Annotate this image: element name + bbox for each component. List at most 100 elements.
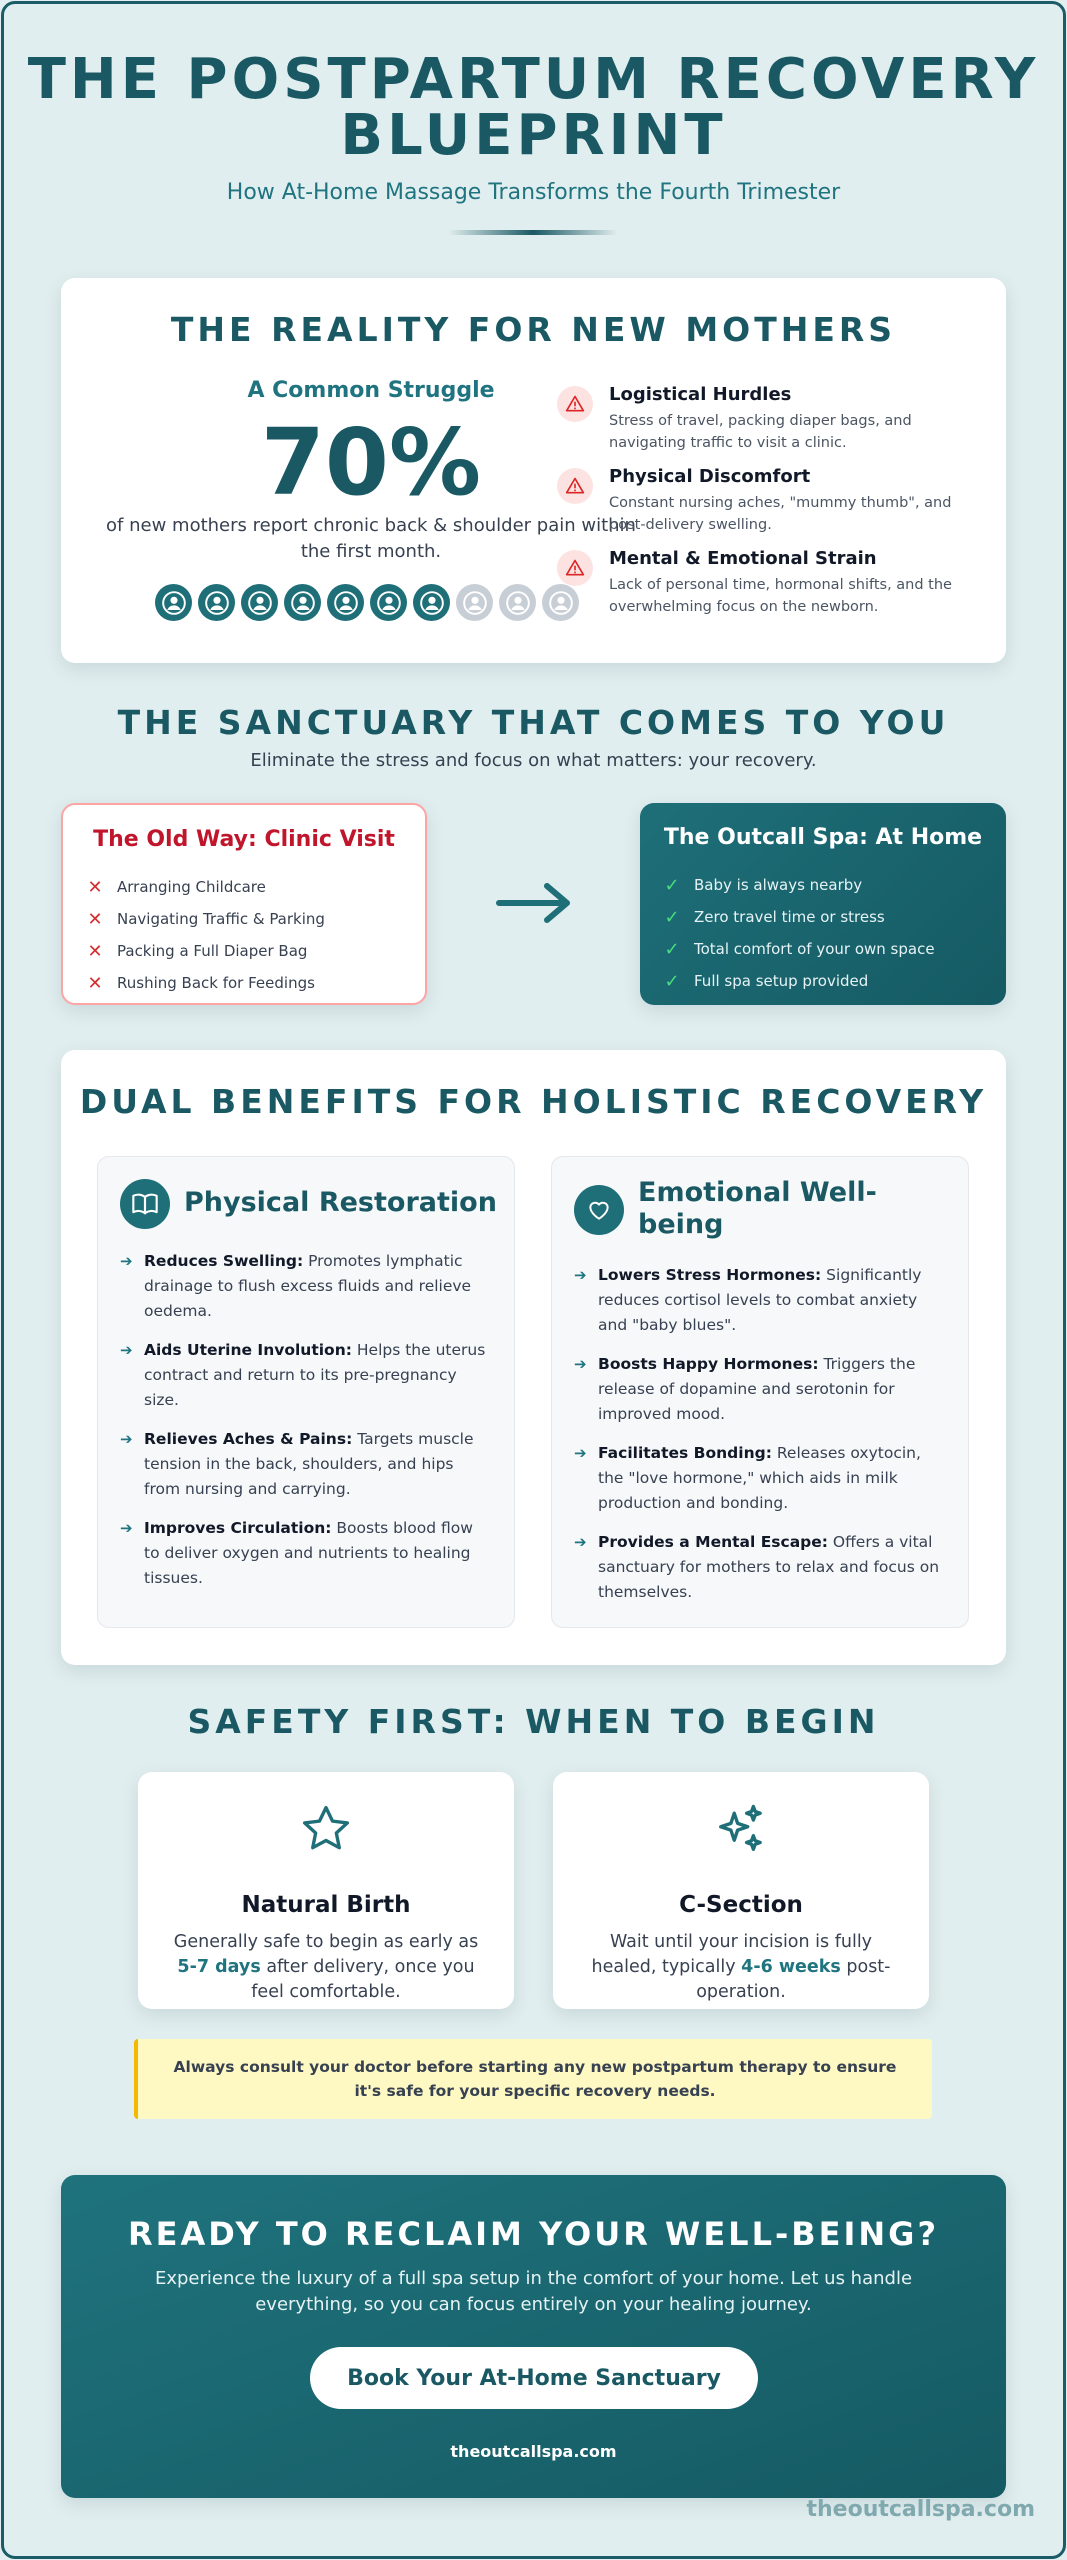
arrow-right-icon: ➔ — [574, 1355, 587, 1373]
new-way-item: ✓ Total comfort of your own space — [664, 933, 935, 965]
new-way-title: The Outcall Spa: At Home — [663, 825, 983, 850]
benefit-heading: Reduces Swelling: — [144, 1252, 304, 1270]
new-way-item-label: Full spa setup provided — [694, 972, 869, 990]
person-icon — [284, 584, 321, 621]
cta-site-link[interactable]: theoutcallspa.com — [450, 2442, 617, 2461]
doctor-warning: Always consult your doctor before starti… — [134, 2039, 932, 2119]
benefit-heading: Improves Circulation: — [144, 1519, 332, 1537]
benefit-text: Offers a vital sanctuary for mothers to … — [598, 1533, 940, 1601]
person-icon — [413, 584, 450, 621]
person-icon — [241, 584, 278, 621]
old-way-item-label: Packing a Full Diaper Bag — [117, 942, 308, 960]
warning-icon — [557, 468, 593, 504]
dual-title: DUAL BENEFITS FOR HOLISTIC RECOVERY — [79, 1082, 988, 1121]
natural-pre: Generally safe to begin as early as — [173, 1932, 479, 1952]
heart-icon — [574, 1185, 624, 1235]
natural-birth-title: Natural Birth — [241, 1892, 411, 1918]
header-divider — [448, 230, 618, 235]
new-way-item: ✓Zero travel time or stress — [664, 901, 935, 933]
old-way-title: The Old Way: Clinic Visit — [93, 827, 395, 852]
old-way-item: ✕Navigating Traffic & Parking — [87, 903, 325, 935]
natural-birth-text: Generally safe to begin as early as 5-7 … — [168, 1930, 484, 2005]
reality-card: THE REALITY FOR NEW MOTHERS A Common Str… — [61, 278, 1006, 663]
benefit-heading: Lowers Stress Hormones: — [598, 1266, 822, 1284]
old-way-item-label: Arranging Childcare — [117, 878, 266, 896]
hurdle-desc: Constant nursing aches, "mummy thumb", a… — [609, 495, 952, 533]
person-icon — [370, 584, 407, 621]
person-icon — [542, 584, 579, 621]
benefit-item: ➔ Lowers Stress Hormones: Significantly r… — [574, 1263, 944, 1338]
benefit-item: ➔Reduces Swelling: Promotes lymphatic dr… — [120, 1249, 490, 1324]
csection-post: post-operation. — [696, 1957, 891, 2002]
hurdle-desc: Stress of travel, packing diaper bags, a… — [609, 413, 912, 451]
physical-title: Physical Restoration — [184, 1187, 497, 1218]
benefit-text: Significantly reduces cortisol levels to… — [598, 1266, 922, 1334]
emotional-title: Emotional Well-being — [638, 1177, 877, 1240]
benefit-item: ➔ Boosts Happy Hormones: Triggers the rel… — [574, 1352, 944, 1427]
old-way-list: ✕Arranging Childcare✕Navigating Traffic … — [87, 871, 325, 999]
book-icon — [120, 1179, 170, 1229]
reality-title: THE REALITY FOR NEW MOTHERS — [170, 310, 897, 349]
c-section-title: C-Section — [679, 1892, 803, 1918]
emotional-list: ➔ Lowers Stress Hormones: Significantly r… — [574, 1263, 944, 1619]
star-icon — [138, 1802, 514, 1856]
stat-description: of new mothers report chronic back & sho… — [106, 515, 636, 562]
x-icon: ✕ — [87, 876, 103, 898]
arrow-right-icon: ➔ — [120, 1430, 133, 1448]
person-icon — [456, 584, 493, 621]
book-button[interactable]: Book Your At-Home Sanctuary — [310, 2347, 758, 2409]
title-line-2: BLUEPRINT — [340, 103, 727, 168]
benefit-item: ➔Improves Circulation: Boosts blood flow… — [120, 1516, 490, 1591]
warning-icon — [557, 550, 593, 586]
check-icon: ✓ — [664, 970, 680, 992]
dual-benefits-card: DUAL BENEFITS FOR HOLISTIC RECOVERY Phys… — [61, 1050, 1006, 1665]
footer-watermark: theoutcallspa.com — [806, 2497, 1036, 2522]
check-icon: ✓ — [664, 874, 680, 896]
benefit-text: Boosts blood flow to deliver oxygen and … — [144, 1519, 473, 1587]
physical-column: Physical Restoration ➔Reduces Swelling: … — [97, 1156, 515, 1628]
arrow-right-icon: ➔ — [120, 1252, 133, 1270]
c-section-text: Wait until your incision is fully healed… — [583, 1930, 899, 2005]
benefit-heading: Facilitates Bonding: — [598, 1444, 772, 1462]
hurdle-desc: Lack of personal time, hormonal shifts, … — [609, 577, 952, 615]
x-icon: ✕ — [87, 972, 103, 994]
cta-card: READY TO RECLAIM YOUR WELL-BEING? Experi… — [61, 2175, 1006, 2498]
arrow-right-icon: ➔ — [574, 1266, 587, 1284]
new-way-item: ✓Baby is always nearby — [664, 869, 935, 901]
check-icon: ✓ — [664, 938, 680, 960]
stat-value: 70% — [260, 409, 482, 516]
benefit-heading: Aids Uterine Involution: — [144, 1341, 352, 1359]
sanctuary-title: THE SANCTUARY THAT COMES TO YOU — [117, 703, 950, 742]
benefit-text: Helps the uterus contract and return to … — [144, 1341, 486, 1409]
page-subtitle: How At-Home Massage Transforms the Fourt… — [226, 180, 841, 205]
benefit-heading: Relieves Aches & Pains: — [144, 1430, 353, 1448]
page-title: THE POSTPARTUM RECOVERY BLUEPRINT — [0, 52, 1067, 164]
sanctuary-subtitle: Eliminate the stress and focus on what m… — [250, 750, 817, 771]
cta-text: Experience the luxury of a full spa setu… — [154, 2268, 913, 2315]
x-icon: ✕ — [87, 940, 103, 962]
benefit-item: ➔Provides a Mental Escape: Offers a vita… — [574, 1530, 944, 1605]
emotional-column: Emotional Well-being ➔ Lowers Stress Horm… — [551, 1156, 969, 1628]
new-way-list: ✓Baby is always nearby✓Zero travel time … — [664, 869, 935, 997]
benefit-text: Releases oxytocin, the "love hormone," w… — [598, 1444, 921, 1512]
old-way-item-label: Rushing Back for Feedings — [117, 974, 315, 992]
person-icon — [499, 584, 536, 621]
c-section-card: C-Section Wait until your incision is fu… — [553, 1772, 929, 2009]
old-way-item-label: Navigating Traffic & Parking — [117, 910, 325, 928]
benefit-text: Targets muscle tension in the back, shou… — [144, 1430, 474, 1498]
person-icon — [198, 584, 235, 621]
physical-list: ➔Reduces Swelling: Promotes lymphatic dr… — [120, 1249, 490, 1605]
benefit-heading: Boosts Happy Hormones: — [598, 1355, 819, 1373]
hurdle-title: Mental & Emotional Strain — [609, 548, 877, 569]
benefit-text: Triggers the release of dopamine and ser… — [598, 1355, 916, 1423]
natural-highlight: 5-7 days — [177, 1957, 261, 1977]
people-pictograph — [97, 584, 637, 621]
new-way-item-label: Total comfort of your own space — [694, 940, 935, 958]
old-way-item: ✕ Arranging Childcare — [87, 871, 325, 903]
new-way-card: The Outcall Spa: At Home ✓Baby is always… — [640, 803, 1006, 1005]
csection-highlight: 4-6 weeks — [741, 1957, 841, 1977]
arrow-right-icon: ➔ — [574, 1533, 587, 1551]
